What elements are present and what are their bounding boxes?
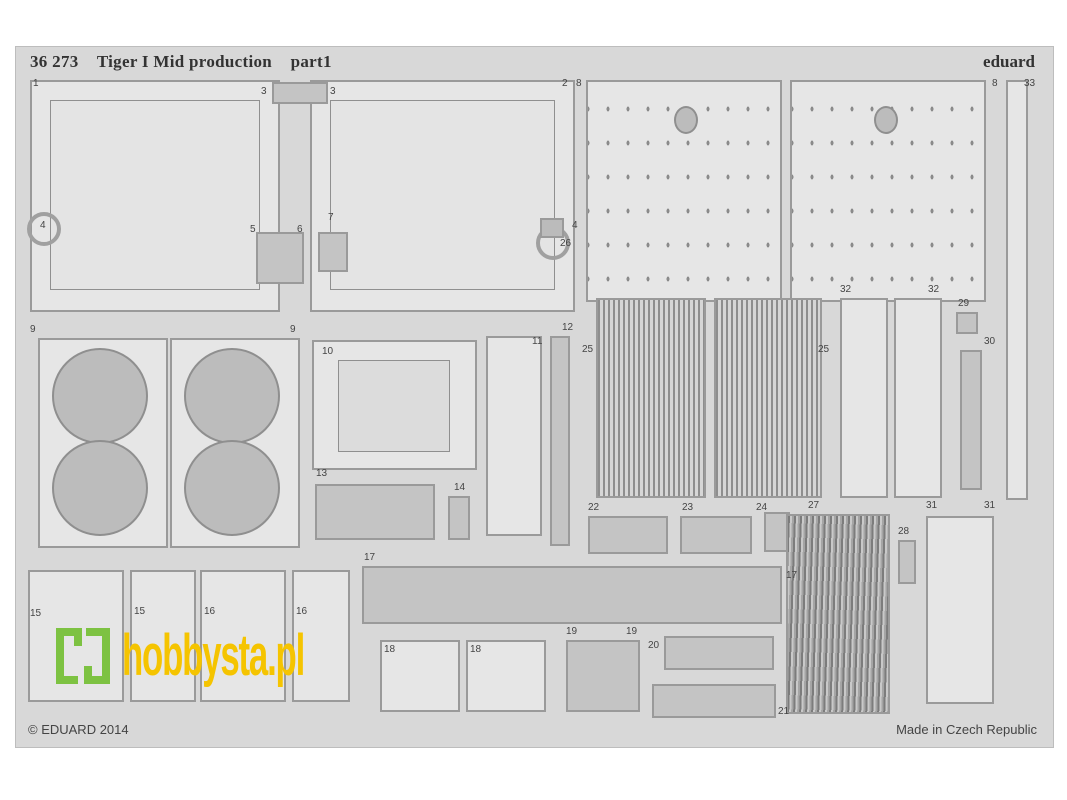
label-4: 4 [572, 220, 578, 231]
label-15: 15 [30, 608, 42, 619]
label-33: 33 [1024, 78, 1036, 89]
part-8-right-hole [874, 106, 898, 134]
label-11: 11 [532, 336, 543, 347]
part-12 [550, 336, 570, 546]
label-32: 32 [928, 284, 940, 295]
part-25-right [714, 298, 822, 498]
part-16-right [292, 570, 350, 702]
product-code: 36 273 [30, 52, 79, 71]
label-25: 25 [818, 344, 830, 355]
part-11 [486, 336, 542, 536]
label-17: 17 [786, 570, 798, 581]
part-25-left [596, 298, 706, 498]
label-24: 24 [756, 502, 768, 513]
label-5: 5 [250, 224, 256, 235]
part-3 [272, 82, 328, 104]
part-23 [680, 516, 752, 554]
watermark-text: hobbysta.pl [122, 623, 305, 688]
label-2: 2 [562, 78, 568, 89]
label-4: 4 [40, 220, 46, 231]
label-9: 9 [30, 324, 36, 335]
part-31 [926, 516, 994, 704]
part-8-left-hole [674, 106, 698, 134]
label-9: 9 [290, 324, 296, 335]
label-19: 19 [566, 626, 578, 637]
label-3: 3 [330, 86, 336, 97]
label-17: 17 [364, 552, 376, 563]
label-27: 27 [808, 500, 820, 511]
brand-logo: eduard [983, 52, 1035, 71]
label-12: 12 [562, 322, 574, 333]
label-20: 20 [648, 640, 660, 651]
part-5-6 [256, 232, 304, 284]
part-26 [540, 218, 564, 238]
part-30 [960, 350, 982, 490]
fan-cover [184, 440, 280, 536]
label-21: 21 [778, 706, 790, 717]
label-1: 1 [33, 78, 39, 89]
label-14: 14 [454, 482, 466, 493]
label-32: 32 [840, 284, 852, 295]
label-6: 6 [297, 224, 303, 235]
part-1-inner [50, 100, 260, 290]
label-25: 25 [582, 344, 594, 355]
part-14 [448, 496, 470, 540]
label-16: 16 [204, 606, 216, 617]
part-16-left [200, 570, 286, 702]
label-15: 15 [134, 606, 146, 617]
part-19 [566, 640, 640, 712]
part-33 [1006, 80, 1028, 500]
part-10-inner [338, 360, 450, 452]
part-20 [664, 636, 774, 670]
label-3: 3 [261, 86, 267, 97]
product-name: Tiger I Mid production [96, 52, 273, 71]
part-17 [362, 566, 782, 624]
part-29 [956, 312, 978, 334]
label-23: 23 [682, 502, 694, 513]
part-15-right [130, 570, 196, 702]
part-13 [315, 484, 435, 540]
part-27 [786, 514, 890, 714]
label-18: 18 [384, 644, 396, 655]
label-31: 31 [926, 500, 938, 511]
fret-title: 36 273 Tiger I Mid production part1 [30, 52, 346, 72]
label-16: 16 [296, 606, 308, 617]
part-21 [652, 684, 776, 718]
origin-label: Made in Czech Republic [896, 722, 1037, 737]
part-22 [588, 516, 668, 554]
part-32-right [894, 298, 942, 498]
label-19: 19 [626, 626, 638, 637]
fan-cover [52, 348, 148, 444]
part-8-left [586, 80, 782, 302]
part-4-left [27, 212, 61, 246]
label-30: 30 [984, 336, 996, 347]
fan-cover [52, 440, 148, 536]
part-7 [318, 232, 348, 272]
label-10: 10 [322, 346, 334, 357]
label-29: 29 [958, 298, 970, 309]
label-28: 28 [898, 526, 910, 537]
label-7: 7 [328, 212, 334, 223]
label-13: 13 [316, 468, 328, 479]
part-2-inner [330, 100, 555, 290]
label-22: 22 [588, 502, 600, 513]
label-8: 8 [992, 78, 998, 89]
label-18: 18 [470, 644, 482, 655]
label-8: 8 [576, 78, 582, 89]
part-28 [898, 540, 916, 584]
hobbysta-logo-icon [56, 628, 110, 684]
hobbysta-watermark: hobbysta.pl [52, 624, 425, 688]
part-18-right [466, 640, 546, 712]
part-18-left [380, 640, 460, 712]
copyright: © EDUARD 2014 [28, 722, 129, 737]
label-26: 26 [560, 238, 572, 249]
label-31: 31 [984, 500, 996, 511]
fan-cover [184, 348, 280, 444]
part-32-left [840, 298, 888, 498]
sheet-label: part1 [290, 52, 332, 71]
